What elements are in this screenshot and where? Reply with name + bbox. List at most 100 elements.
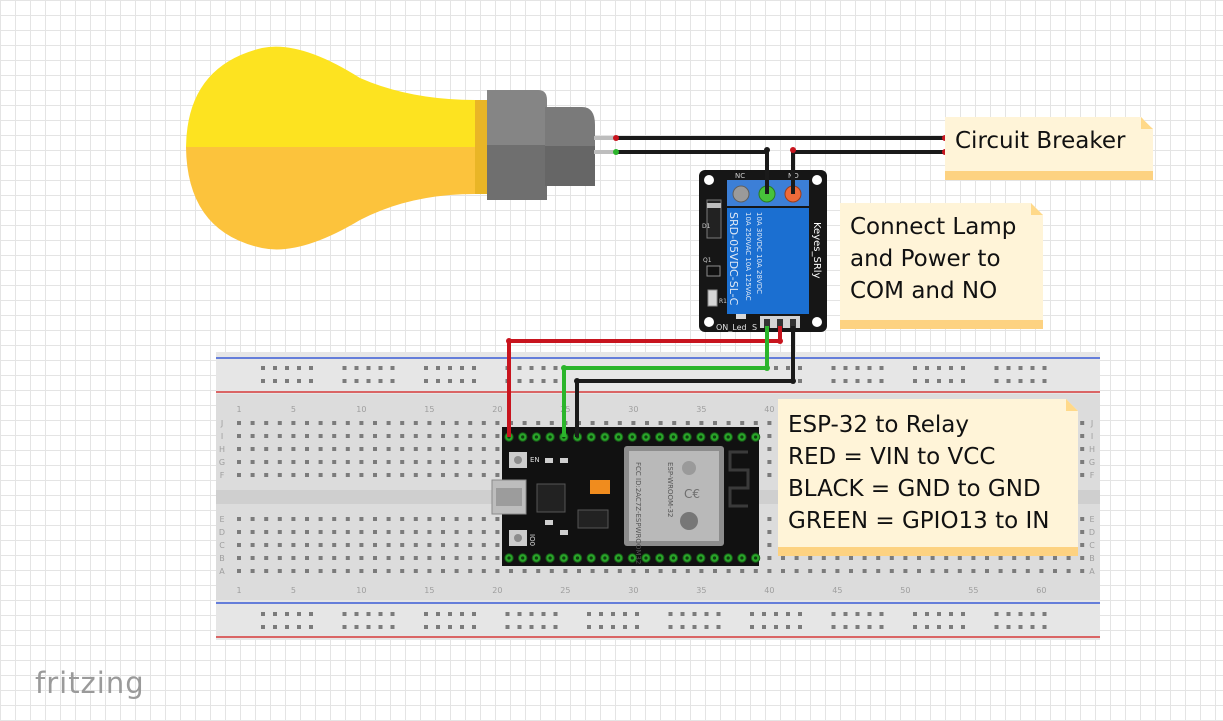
- breadboard-hole: [985, 556, 989, 560]
- breadboard-hole: [821, 569, 826, 573]
- breadboard-hole: [495, 556, 500, 560]
- breadboard-hole: [522, 421, 527, 425]
- breadboard-hole: [753, 421, 758, 425]
- breadboard-hole: [472, 612, 476, 616]
- breadboard-hole: [468, 556, 473, 560]
- breadboard-hole: [879, 366, 884, 370]
- breadboard-hole: [808, 556, 813, 560]
- breadboard-hole: [305, 517, 309, 521]
- breadboard-hole: [849, 569, 853, 573]
- breadboard-hole: [937, 379, 941, 383]
- row-label: H: [219, 445, 225, 454]
- row-label: G: [219, 458, 225, 467]
- breadboard-hole: [427, 460, 432, 464]
- esp32-pin-hole: [534, 435, 539, 439]
- esp32-pin-hole: [507, 556, 511, 560]
- breadboard-hole: [359, 530, 364, 534]
- breadboard-hole: [318, 473, 323, 477]
- breadboard-hole: [354, 379, 359, 383]
- breadboard-hole: [604, 569, 609, 573]
- breadboard-hole: [332, 569, 337, 573]
- breadboard-hole: [930, 569, 935, 573]
- wire-bend: [506, 338, 512, 344]
- breadboard-hole: [436, 366, 440, 370]
- breadboard-hole: [345, 556, 350, 560]
- esp32-pin-hole: [726, 556, 730, 560]
- breadboard-hole: [460, 366, 464, 370]
- breadboard-hole: [481, 543, 486, 547]
- breadboard-hole: [386, 543, 391, 547]
- breadboard-hole: [250, 421, 255, 425]
- breadboard-hole: [448, 625, 452, 629]
- on-led: [736, 314, 746, 319]
- breadboard-hole: [563, 569, 568, 573]
- breadboard-hole: [332, 473, 337, 477]
- esp32-pin-hole: [754, 435, 758, 439]
- breadboard-hole: [468, 517, 473, 521]
- breadboard-hole: [427, 543, 432, 547]
- breadboard-hole: [436, 625, 440, 629]
- breadboard-hole: [604, 421, 609, 425]
- breadboard-hole: [468, 434, 473, 438]
- breadboard-hole: [786, 612, 790, 616]
- breadboard-hole: [1080, 569, 1085, 573]
- breadboard-hole: [553, 366, 558, 370]
- breadboard-hole: [237, 517, 241, 521]
- breadboard-hole: [944, 569, 949, 573]
- breadboard-hole: [309, 612, 313, 616]
- breadboard-hole: [441, 517, 445, 521]
- breadboard-hole: [495, 473, 500, 477]
- label-pin-s: S: [752, 323, 757, 332]
- breadboard-hole: [354, 625, 359, 629]
- breadboard-hole: [1042, 366, 1047, 370]
- breadboard-hole: [373, 556, 377, 560]
- breadboard-hole: [692, 612, 697, 616]
- relay-mount-hole: [812, 175, 822, 185]
- relay-module: NC NO SRD-05VDC-SL-C 10A 250VAC 10A 125V…: [699, 170, 827, 332]
- column-label: 15: [424, 405, 434, 414]
- esp32-pin-hole: [534, 556, 539, 560]
- breadboard-hole: [509, 569, 513, 573]
- breadboard-hole: [354, 612, 359, 616]
- breadboard-hole: [529, 379, 534, 383]
- breadboard-hole: [843, 366, 848, 370]
- breadboard-hole: [250, 543, 255, 547]
- wire-bend: [777, 338, 783, 344]
- esp32-pin-hole: [671, 556, 676, 560]
- breadboard-hole: [386, 460, 391, 464]
- breadboard-hole: [611, 625, 615, 629]
- breadboard-hole: [318, 517, 323, 521]
- esp32-pin-hole: [617, 435, 621, 439]
- row-label: E: [219, 515, 224, 524]
- bulb-glass-bottom: [186, 147, 475, 250]
- breadboard-hole: [1006, 379, 1011, 383]
- breadboard-hole: [237, 543, 241, 547]
- breadboard-hole: [590, 569, 595, 573]
- row-label: F: [220, 471, 225, 480]
- breadboard-hole: [273, 612, 277, 616]
- breadboard-hole: [541, 612, 546, 616]
- breadboard-hole: [305, 543, 309, 547]
- breadboard-hole: [413, 543, 418, 547]
- en-button-cap: [514, 456, 522, 464]
- breadboard-hole: [517, 366, 522, 370]
- row-label: G: [1089, 458, 1095, 467]
- breadboard-hole: [713, 569, 717, 573]
- breadboard-hole: [237, 530, 241, 534]
- breadboard-hole: [264, 447, 269, 451]
- smd-part: [545, 458, 553, 463]
- esp32-pin-hole: [548, 435, 552, 439]
- breadboard-hole: [359, 517, 364, 521]
- breadboard-hole: [645, 569, 649, 573]
- breadboard-hole: [441, 530, 445, 534]
- wire-bend: [764, 147, 770, 153]
- breadboard-hole: [876, 556, 881, 560]
- breadboard-hole: [318, 434, 323, 438]
- breadboard-hole: [726, 421, 731, 425]
- breadboard-hole: [937, 366, 941, 370]
- breadboard-hole: [427, 421, 432, 425]
- breadboard-hole: [332, 517, 337, 521]
- breadboard-hole: [261, 366, 265, 370]
- esp32-pin-hole: [740, 435, 744, 439]
- breadboard-hole: [949, 379, 953, 383]
